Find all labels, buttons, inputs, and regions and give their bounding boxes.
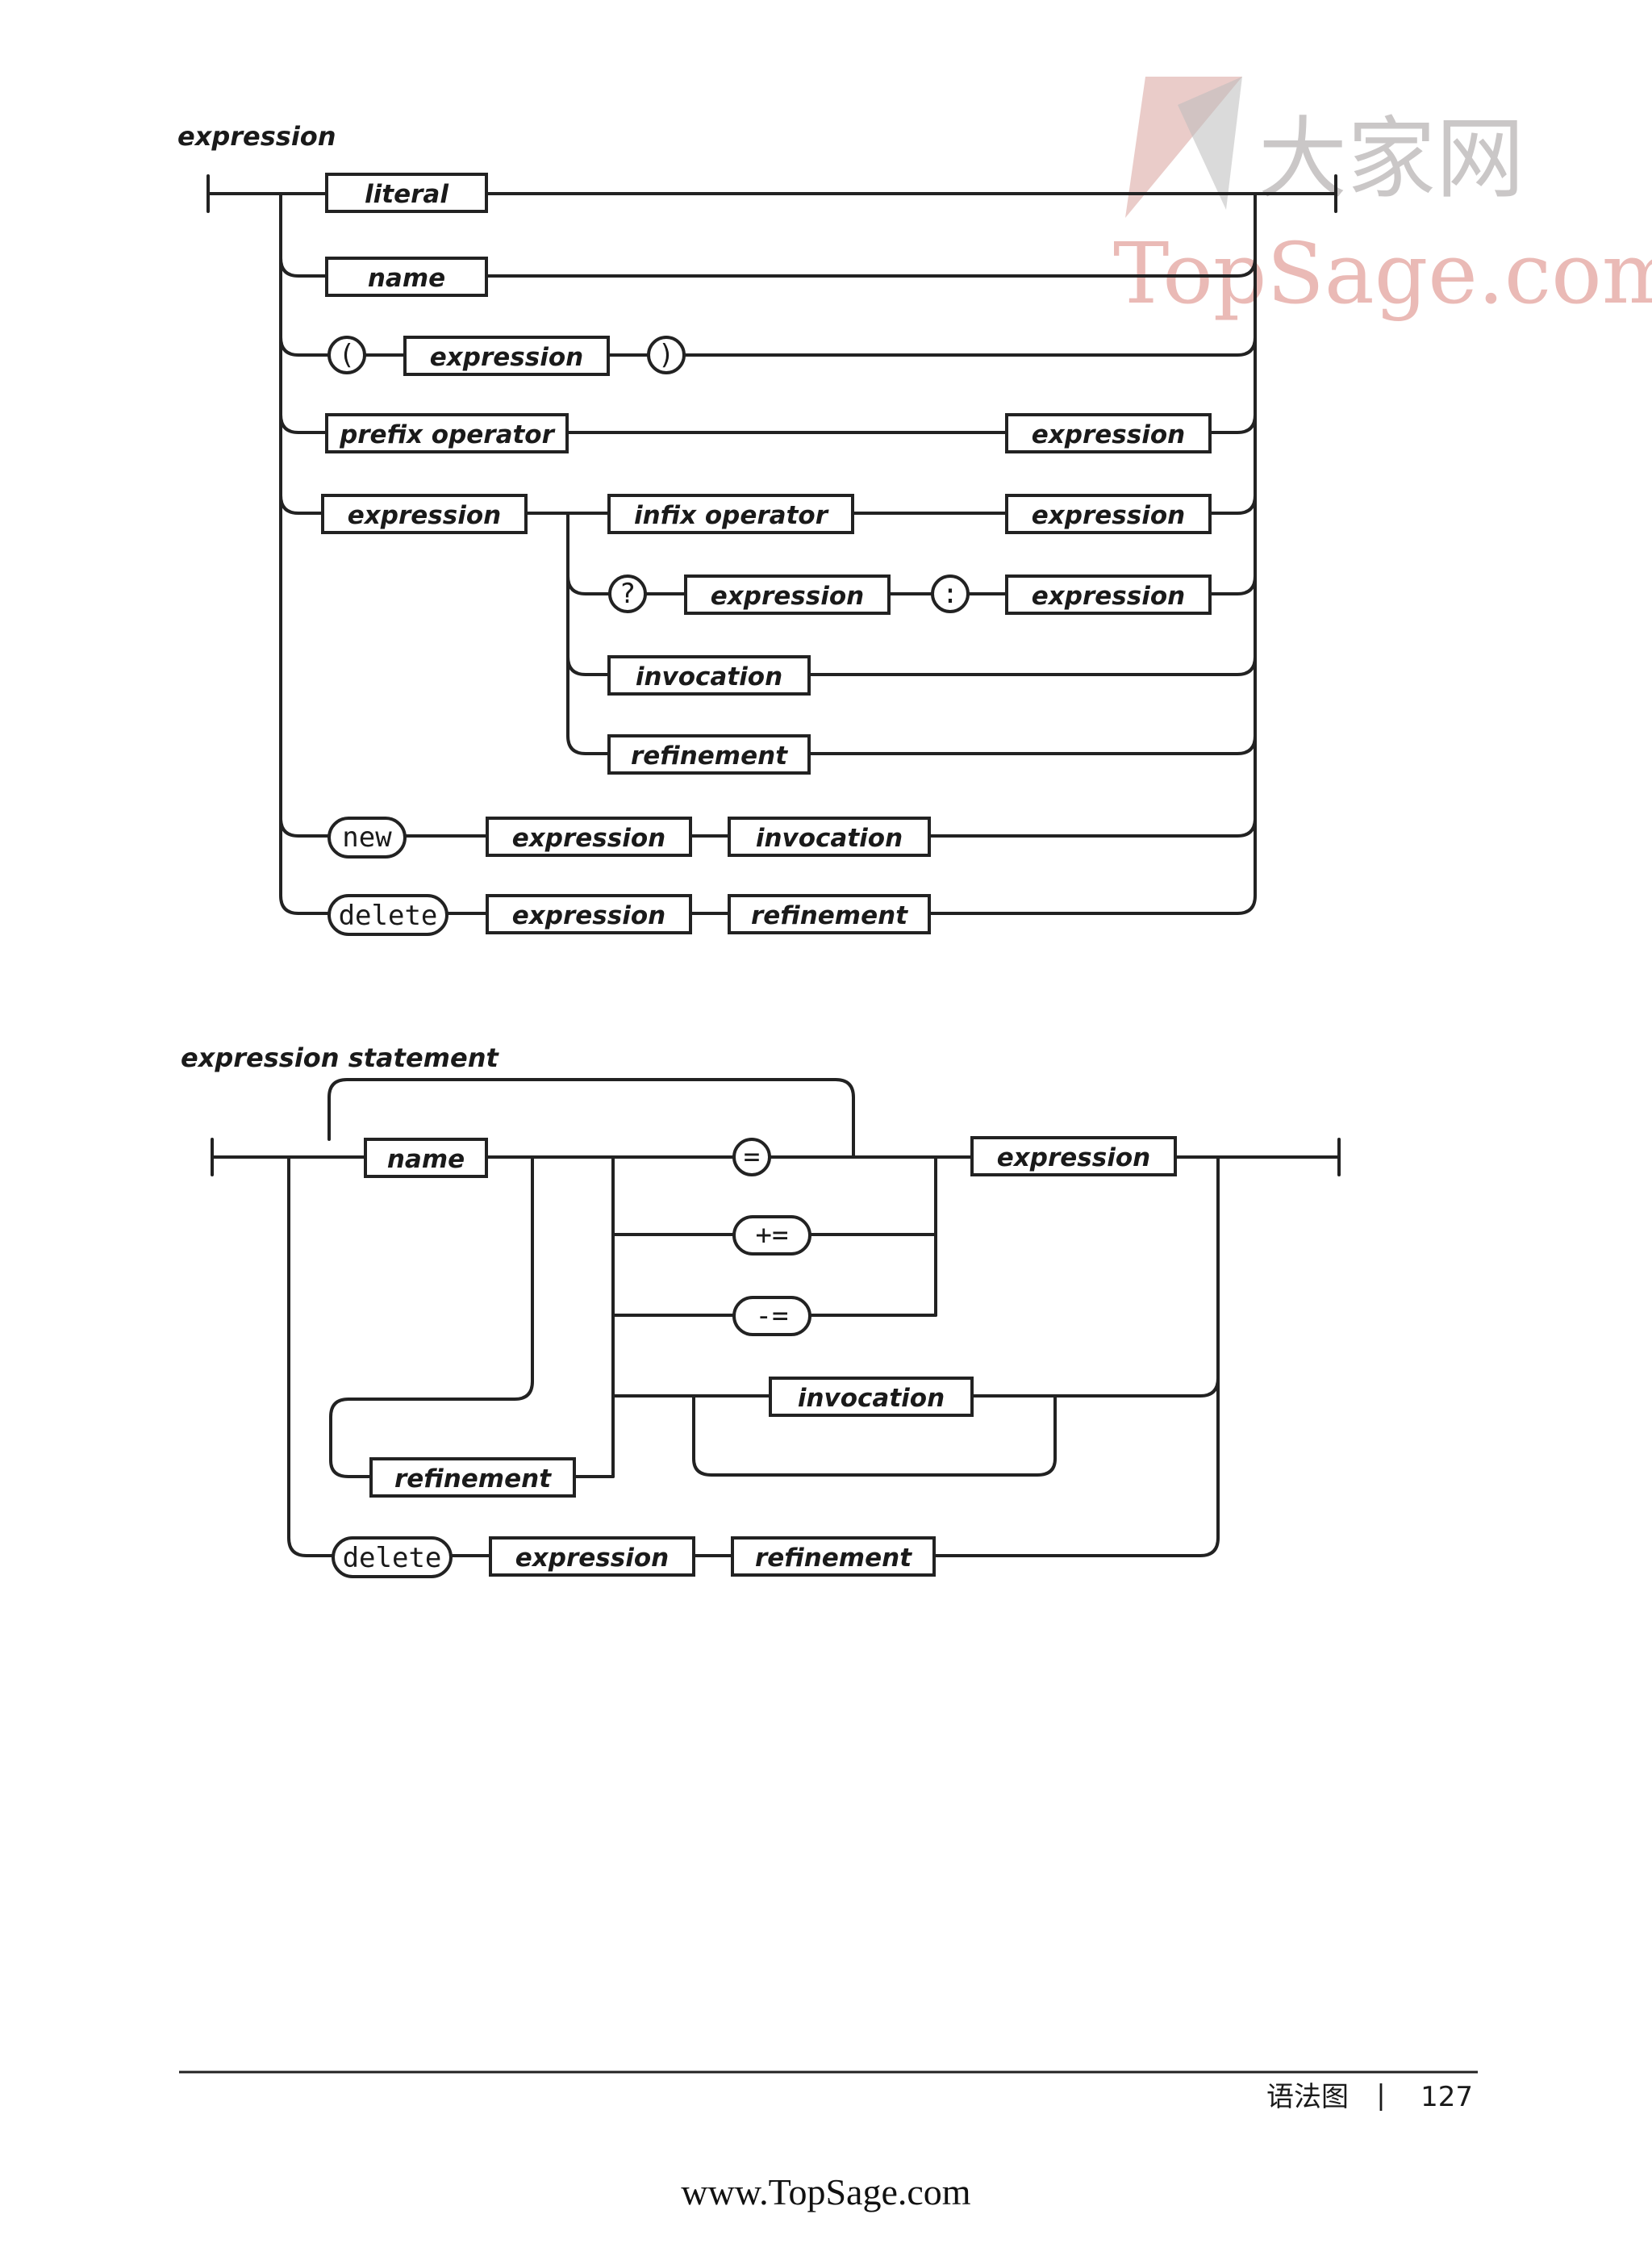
watermark-en-text: TopSage.com [1113, 224, 1652, 323]
stmt-delete-keyword-node: delete [332, 1536, 453, 1578]
stmt-expression-node: expression [970, 1136, 1177, 1176]
stmt-expression-label: expression [997, 1143, 1150, 1172]
expression-diagram-title: expression [177, 121, 336, 152]
stmt-delete-refinement-node: refinement [731, 1536, 936, 1577]
close-paren-node: ) [647, 336, 686, 374]
stmt-invocation-node: invocation [769, 1377, 974, 1417]
ternary-then-expression-label: expression [711, 582, 864, 611]
new-invocation-label: invocation [756, 824, 903, 853]
stmt-add-assign-node: += [732, 1215, 811, 1256]
statement-diagram-title: expression statement [181, 1042, 499, 1073]
paren-expression-node: expression [403, 336, 610, 376]
prefix-expression-label: expression [1032, 420, 1185, 449]
stmt-delete-expression-node: expression [489, 1536, 695, 1577]
literal-label: literal [365, 180, 448, 209]
stmt-sub-assign-label: -= [756, 1300, 789, 1332]
stmt-add-assign-label: += [756, 1219, 789, 1251]
delete-refinement-node: refinement [728, 894, 931, 934]
stmt-refinement-label: refinement [394, 1464, 552, 1494]
paren-expression-label: expression [430, 343, 583, 372]
stmt-assign-node: = [732, 1138, 771, 1176]
prefix-operator-node: prefix operator [325, 413, 569, 453]
delete-refinement-label: refinement [751, 901, 908, 930]
new-invocation-node: invocation [728, 817, 931, 857]
infix-lhs-expression-label: expression [348, 501, 501, 530]
stmt-name-label: name [387, 1145, 465, 1174]
stmt-assign-label: = [744, 1141, 760, 1173]
infix-rhs-expression-node: expression [1005, 494, 1212, 534]
new-keyword-label: new [342, 821, 392, 854]
question-mark-label: ? [620, 578, 636, 610]
stmt-invocation-label: invocation [798, 1384, 945, 1413]
colon-node: : [931, 574, 970, 613]
delete-keyword-node: delete [327, 894, 448, 936]
infix-lhs-expression-node: expression [321, 494, 528, 534]
topsage-watermark: 大家网 TopSage.com [1113, 77, 1652, 323]
open-paren-label: ( [339, 339, 355, 371]
name-label: name [368, 264, 445, 293]
close-paren-label: ) [658, 339, 674, 371]
prefix-expression-node: expression [1005, 413, 1212, 453]
expression-diagram-nodes: literal name ( expression ) prefix opera… [321, 173, 1212, 936]
stmt-sub-assign-node: -= [732, 1296, 811, 1336]
invocation-label: invocation [636, 662, 782, 691]
delete-expression-label: expression [512, 901, 665, 930]
question-mark-node: ? [608, 574, 647, 613]
footer-url: www.TopSage.com [681, 2171, 970, 2212]
infix-operator-label: infix operator [634, 501, 829, 530]
ternary-else-expression-node: expression [1005, 574, 1212, 615]
footer-separator: | [1376, 2079, 1385, 2112]
refinement-label: refinement [631, 742, 788, 771]
new-expression-label: expression [512, 824, 665, 853]
ternary-then-expression-node: expression [684, 574, 891, 615]
infix-rhs-expression-label: expression [1032, 501, 1185, 530]
prefix-operator-label: prefix operator [339, 420, 556, 449]
new-expression-node: expression [486, 817, 692, 857]
stmt-delete-refinement-label: refinement [755, 1544, 912, 1573]
new-keyword-node: new [327, 817, 407, 859]
footer-page-number: 127 [1420, 2081, 1473, 2113]
delete-expression-node: expression [486, 894, 692, 934]
infix-operator-node: infix operator [607, 494, 854, 534]
stmt-delete-keyword-label: delete [343, 1542, 442, 1574]
statement-diagram-nodes: name = expression += -= invocation refin… [332, 1136, 1177, 1578]
stmt-refinement-node: refinement [369, 1457, 576, 1498]
open-paren-node: ( [327, 336, 366, 374]
refinement-node: refinement [607, 734, 811, 775]
stmt-delete-expression-label: expression [515, 1544, 669, 1573]
invocation-node: invocation [607, 655, 811, 696]
ternary-else-expression-label: expression [1032, 582, 1185, 611]
name-node: name [325, 257, 488, 297]
literal-node: literal [325, 173, 488, 213]
colon-label: : [942, 578, 958, 610]
delete-keyword-label: delete [339, 900, 438, 932]
stmt-name-node: name [364, 1138, 488, 1178]
footer-section-title: 语法图 [1266, 2081, 1349, 2113]
